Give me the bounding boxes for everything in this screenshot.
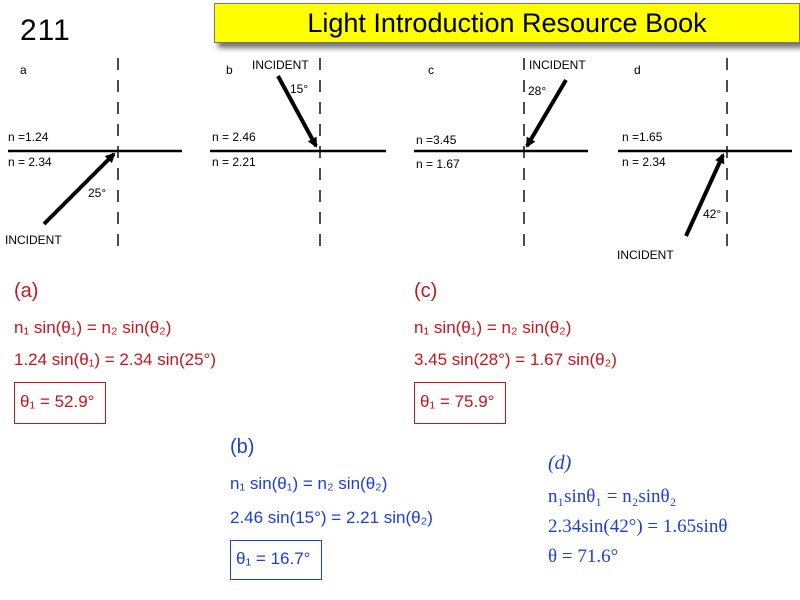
solution-c-substitution: 3.45 sin(28°) = 1.67 sin(θ₂)	[414, 350, 617, 369]
diagram-b: b n = 2.46 n = 2.21 15° INCIDENT	[210, 58, 386, 246]
solution-c-answer: θ₁ = 75.9°	[420, 392, 495, 411]
diagram-d-letter: d	[634, 63, 641, 77]
solution-b-answer: θ₁ = 16.7°	[236, 549, 311, 568]
diagram-c-letter: c	[428, 63, 434, 77]
diagram-c: c n =3.45 n = 1.67 28° INCIDENT	[414, 58, 588, 246]
diagram-c-incident-label: INCIDENT	[529, 58, 586, 72]
solution-b-equation: n₁ sin(θ₁) = n₂ sin(θ₂)	[230, 474, 388, 493]
solution-a-answer-box	[14, 382, 106, 424]
diagram-c-n-bottom: n = 1.67	[416, 157, 460, 171]
solution-b-label: (b)	[230, 436, 255, 458]
solution-c-answer-box	[414, 382, 506, 424]
solution-c-equation: n₁ sin(θ₁) = n₂ sin(θ₂)	[414, 318, 572, 337]
diagram-b-incident-ray	[276, 75, 318, 148]
diagram-d-angle: 42°	[703, 207, 721, 221]
diagram-a-angle: 25°	[88, 186, 106, 200]
solution-a-answer: θ₁ = 52.9°	[20, 392, 95, 411]
diagram-c-n-top: n =3.45	[416, 133, 457, 147]
solution-d-substitution: 2.34sin(42°) = 1.65sinθ	[548, 516, 728, 537]
solution-d-answer: θ = 71.6°	[548, 546, 619, 567]
diagram-c-angle: 28°	[528, 84, 546, 98]
solution-d-label: (d)	[548, 452, 572, 474]
solution-a-equation: n₁ sin(θ₁) = n₂ sin(θ₂)	[14, 318, 172, 337]
solution-c-label: (c)	[414, 280, 438, 302]
diagram-d: d n =1.65 n = 2.34 42° INCIDENT	[617, 58, 792, 262]
diagram-b-incident-label: INCIDENT	[252, 58, 309, 72]
solution-b-answer-box	[230, 540, 322, 580]
solution-a-substitution: 1.24 sin(θ₁) = 2.34 sin(25°)	[14, 350, 216, 369]
diagram-a-n-top: n =1.24	[8, 130, 49, 144]
diagram-a-incident-label: INCIDENT	[5, 233, 62, 247]
diagram-d-incident-ray	[684, 153, 725, 237]
diagram-a-incident-ray	[42, 152, 116, 226]
solution-b-substitution: 2.46 sin(15°) = 2.21 sin(θ₂)	[230, 508, 433, 527]
solution-a-label: (a)	[14, 280, 39, 302]
page-number: 211	[20, 14, 71, 47]
diagram-a-letter: a	[20, 63, 27, 77]
solution-d-equation: n₁sinθ₁ = n₂sinθ₂	[548, 486, 677, 507]
diagram-a-n-bottom: n = 2.34	[8, 155, 52, 169]
diagram-b-angle: 15°	[290, 82, 308, 96]
diagram-b-letter: b	[226, 63, 233, 77]
page-title: Light Introduction Resource Book	[214, 3, 800, 43]
diagram-a: a n =1.24 n = 2.34 25° INCIDENT	[5, 58, 182, 247]
diagram-b-n-bottom: n = 2.21	[212, 155, 256, 169]
diagram-b-n-top: n = 2.46	[212, 130, 256, 144]
diagram-d-n-top: n =1.65	[622, 130, 663, 144]
diagram-d-incident-label: INCIDENT	[617, 248, 674, 262]
diagram-c-incident-ray	[525, 78, 568, 148]
diagram-d-n-bottom: n = 2.34	[622, 155, 666, 169]
